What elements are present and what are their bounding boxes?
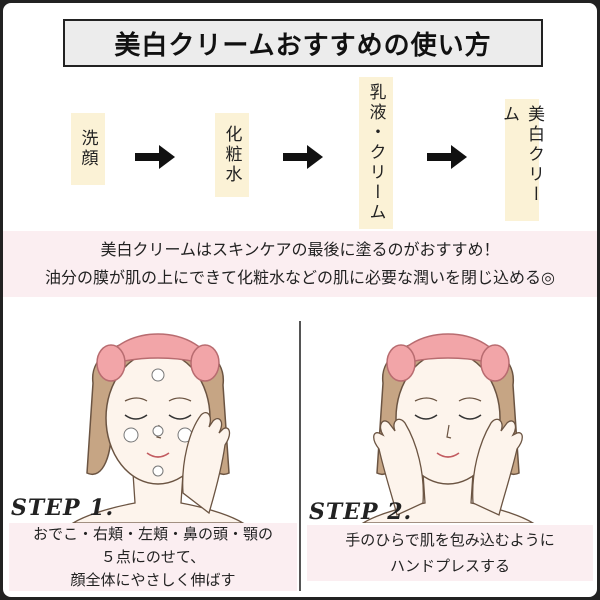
right-arrow-icon: [135, 145, 175, 169]
step2-line2: ハンドプレスする: [389, 557, 510, 575]
step1-line3: 顔全体にやさしく伸ばす: [70, 570, 236, 589]
step2-line1: 手のひらで肌を包み込むように: [345, 531, 555, 549]
right-arrow-icon: [283, 145, 323, 169]
step1-caption: おでこ・右頬・左頬・鼻の頭・顎の ５点にのせて、 顔全体にやさしく伸ばす: [9, 523, 297, 591]
step-tag-wash: 洗顔: [71, 113, 105, 185]
tip-note-line1: 美白クリームはスキンケアの最後に塗るのがおすすめ！: [100, 240, 500, 259]
right-arrow-icon: [427, 145, 467, 169]
step-tag-toner: 化粧水: [215, 113, 249, 197]
step1-illustration: [71, 333, 245, 523]
page-title: 美白クリームおすすめの使い方: [63, 19, 543, 67]
tip-note: 美白クリームはスキンケアの最後に塗るのがおすすめ！ 油分の膜が肌の上にできて化粧…: [3, 231, 597, 297]
tip-note-line2: 油分の膜が肌の上にできて化粧水などの肌に必要な潤いを閉じ込める◎: [45, 268, 555, 287]
infographic-frame: 美白クリームおすすめの使い方 洗顔 化粧水 乳液・クリーム 美白クリーム 美白ク…: [3, 3, 597, 597]
step-tag-milk-cream: 乳液・クリーム: [359, 77, 393, 229]
step2-heading: STEP 2.: [309, 499, 413, 525]
step1-line2: ５点にのせて、: [100, 547, 206, 566]
step2-illustration: [361, 333, 535, 523]
step1-heading: STEP 1.: [11, 495, 115, 521]
step-tag-whitening-cream: 美白クリーム: [499, 99, 544, 221]
step1-line1: おでこ・右頬・左頬・鼻の頭・顎の: [32, 524, 273, 543]
step2-caption: 手のひらで肌を包み込むように ハンドプレスする: [307, 525, 593, 581]
step-divider: [299, 321, 301, 591]
